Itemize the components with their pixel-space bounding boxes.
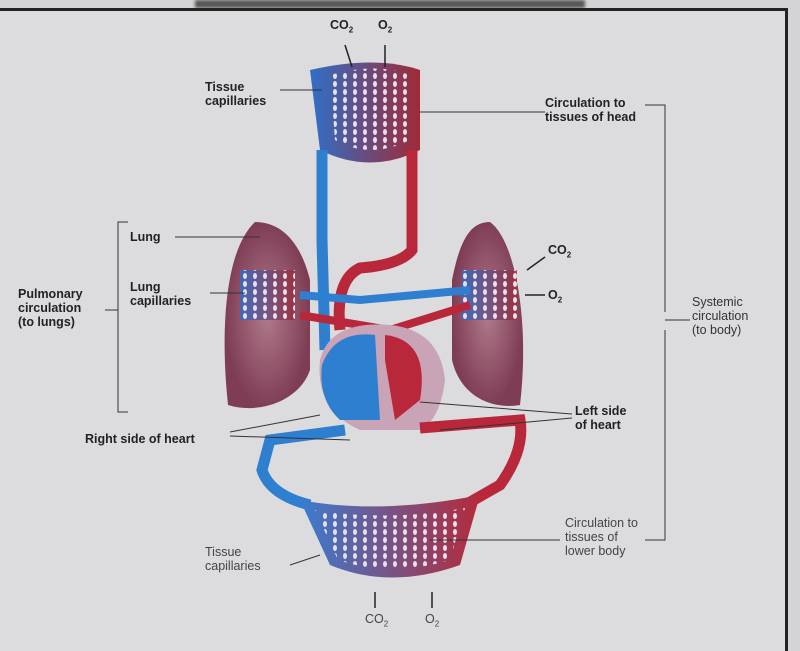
- lung-label: Lung: [130, 230, 161, 244]
- aorta-to-head: [333, 150, 418, 331]
- top-co2-label: CO2: [330, 18, 354, 35]
- bottom-co2-label: CO2: [365, 612, 389, 629]
- right-co2-label: CO2: [548, 243, 572, 260]
- top-o2-label: O2: [378, 18, 393, 35]
- vena-cava-superior: [316, 150, 331, 351]
- right-o2-label: O2: [548, 288, 563, 305]
- leader-lines: [105, 89, 690, 566]
- left-heart-chamber: [385, 335, 422, 420]
- vena-cava-inferior: [256, 424, 346, 511]
- gas-exchange-arrows: [344, 44, 546, 608]
- descending-aorta: [419, 414, 527, 510]
- page-header-strip: [195, 0, 585, 8]
- pulmonary-artery: [299, 286, 471, 305]
- bottom-o2-label: O2: [425, 612, 440, 629]
- right-heart-label: Right side of heart: [85, 432, 195, 446]
- right-heart-chamber: [321, 334, 380, 420]
